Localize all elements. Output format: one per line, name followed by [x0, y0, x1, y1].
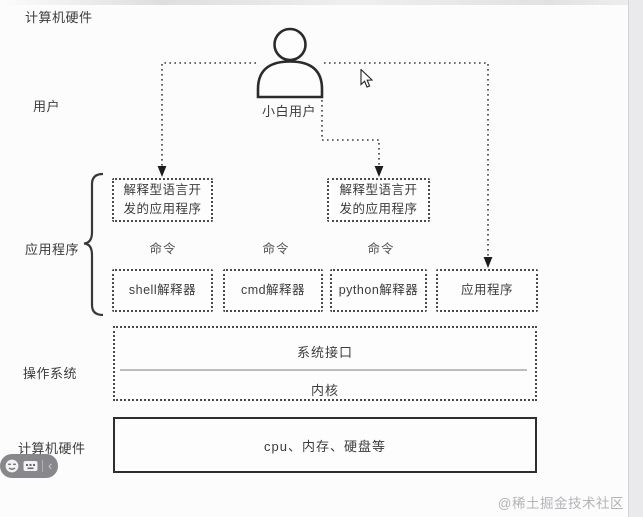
box-cmd-interpreter: cmd解释器 — [223, 269, 323, 312]
box-text-line: 解释型语言开 — [123, 183, 202, 198]
os-kernel-label: 内核 — [310, 383, 339, 398]
box-text: shell解释器 — [128, 283, 197, 298]
label-application: 应用程序 — [25, 242, 80, 257]
box-python-interpreter: python解释器 — [330, 269, 427, 312]
label-hardware-bottom: 计算机硬件 — [18, 441, 86, 456]
label-user: 用户 — [33, 99, 61, 114]
command-label-3: 命令 — [367, 242, 395, 256]
box-application: 应用程序 — [436, 269, 538, 312]
command-label-2: 命令 — [262, 242, 290, 256]
os-interface-label: 系统接口 — [296, 345, 353, 360]
dotted-connectors — [161, 62, 489, 258]
chevron-left-icon[interactable]: ‹ — [48, 457, 53, 473]
keyboard-icon — [23, 460, 38, 471]
box-text-line: 发的应用程序 — [123, 202, 202, 216]
box-text-line: 发的应用程序 — [339, 202, 418, 216]
emoji-button[interactable] — [5, 459, 19, 473]
application-brace — [83, 172, 104, 317]
watermark: @稀土掘金技术社区 — [497, 496, 624, 511]
hardware-text: cpu、内存、硬盘等 — [264, 438, 386, 454]
top-artifact — [0, 0, 643, 5]
box-operating-system: 系统接口 内核 — [113, 326, 537, 401]
box-hardware: cpu、内存、硬盘等 — [113, 417, 537, 473]
scrollbar-track[interactable] — [628, 0, 643, 517]
os-divider — [120, 369, 527, 371]
user-icon — [256, 27, 324, 99]
label-os: 操作系统 — [23, 366, 78, 381]
danmaku-button[interactable] — [23, 460, 38, 473]
user-node-label: 小白用户 — [261, 104, 316, 119]
box-text: python解释器 — [338, 283, 419, 298]
toolbar-divider — [42, 460, 43, 472]
box-text: cmd解释器 — [240, 283, 306, 298]
mouse-cursor-icon — [360, 68, 374, 94]
box-text-line: 解释型语言开 — [339, 183, 418, 198]
label-hardware-top: 计算机硬件 — [25, 10, 93, 25]
emoji-icon — [5, 459, 19, 473]
arrow-down-icon — [483, 257, 493, 268]
arrow-down-icon — [157, 166, 167, 177]
box-shell-interpreter: shell解释器 — [112, 269, 213, 312]
box-interpreted-app-right: 解释型语言开 发的应用程序 — [327, 178, 430, 222]
floating-player-toolbar[interactable]: ‹ — [0, 454, 58, 478]
box-interpreted-app-left: 解释型语言开 发的应用程序 — [112, 178, 213, 222]
arrow-down-icon — [374, 166, 384, 177]
command-label-1: 命令 — [149, 242, 177, 256]
box-text: 应用程序 — [460, 283, 513, 298]
